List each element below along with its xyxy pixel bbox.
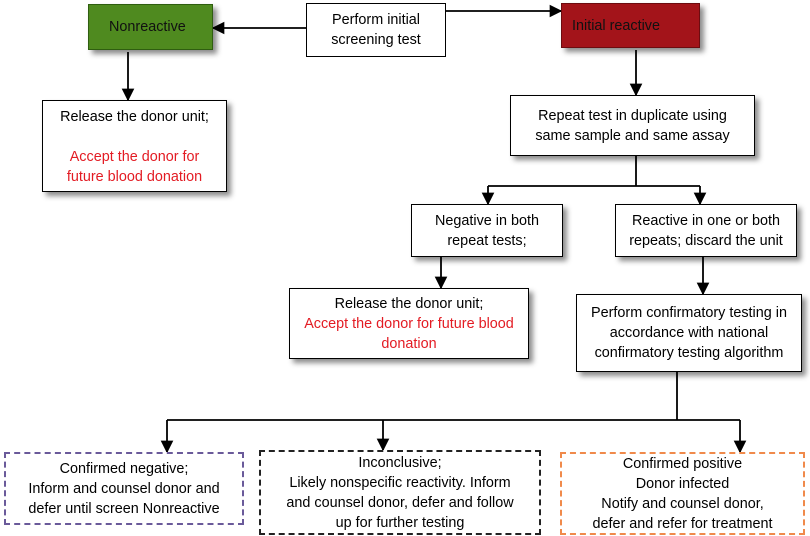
node-text: Likely nonspecific reactivity. Inform — [289, 474, 511, 491]
node-text: Reactive in one or both — [632, 212, 780, 229]
node-text: same sample and same assay — [535, 127, 730, 144]
node-release-1: Release the donor unit; Accept the donor… — [42, 100, 227, 192]
node-screening: Perform initial screening test — [306, 3, 446, 57]
node-accent-text: donation — [381, 335, 437, 352]
node-text: defer and refer for treatment — [592, 515, 773, 532]
node-accent-text: Accept the donor for — [69, 149, 200, 165]
node-text: confirmatory testing algorithm — [594, 345, 784, 361]
node-text: defer until screen Nonreactive — [28, 500, 220, 517]
node-text: Initial reactive — [572, 17, 660, 34]
node-confirmed-positive: Confirmed positive Donor infected Notify… — [560, 452, 805, 535]
node-text: Release the donor unit; — [334, 295, 484, 312]
node-text: and counsel donor, defer and follow — [286, 494, 514, 511]
node-text: Confirmed positive — [622, 455, 743, 472]
node-text: Perform confirmatory testing in — [591, 305, 787, 321]
node-nonreactive: Nonreactive — [88, 4, 213, 50]
node-text: accordance with national — [609, 325, 769, 341]
node-inconclusive: Inconclusive; Likely nonspecific reactiv… — [259, 450, 541, 535]
node-release-2: Release the donor unit; Accept the donor… — [289, 288, 529, 359]
node-confirmed-negative: Confirmed negative; Inform and counsel d… — [4, 452, 244, 525]
node-text: repeat tests; — [447, 232, 527, 249]
node-confirmatory: Perform confirmatory testing in accordan… — [576, 294, 802, 372]
node-accent-text: future blood donation — [66, 169, 203, 185]
node-text: Repeat test in duplicate using — [538, 107, 727, 124]
node-text: Release the donor unit; — [60, 109, 209, 125]
node-repeat-test: Repeat test in duplicate using same samp… — [510, 95, 755, 156]
node-text: Donor infected — [635, 475, 730, 492]
node-accent-text: Accept the donor for future blood — [304, 315, 514, 332]
node-reactive-one: Reactive in one or both repeats; discard… — [615, 204, 797, 257]
node-text: Negative in both — [434, 212, 539, 229]
node-negative-both: Negative in both repeat tests; — [411, 204, 563, 257]
node-text: screening test — [331, 32, 421, 48]
node-text: repeats; discard the unit — [629, 232, 783, 249]
node-text: Inform and counsel donor and — [28, 480, 220, 497]
node-text: Perform initial — [332, 12, 420, 28]
node-text: Notify and counsel donor, — [601, 495, 764, 512]
node-text: up for further testing — [335, 514, 465, 531]
node-text: Inconclusive; — [358, 454, 442, 471]
node-initial-reactive: Initial reactive — [561, 3, 700, 48]
node-text: Confirmed negative; — [59, 460, 189, 477]
node-text: Nonreactive — [109, 19, 186, 35]
